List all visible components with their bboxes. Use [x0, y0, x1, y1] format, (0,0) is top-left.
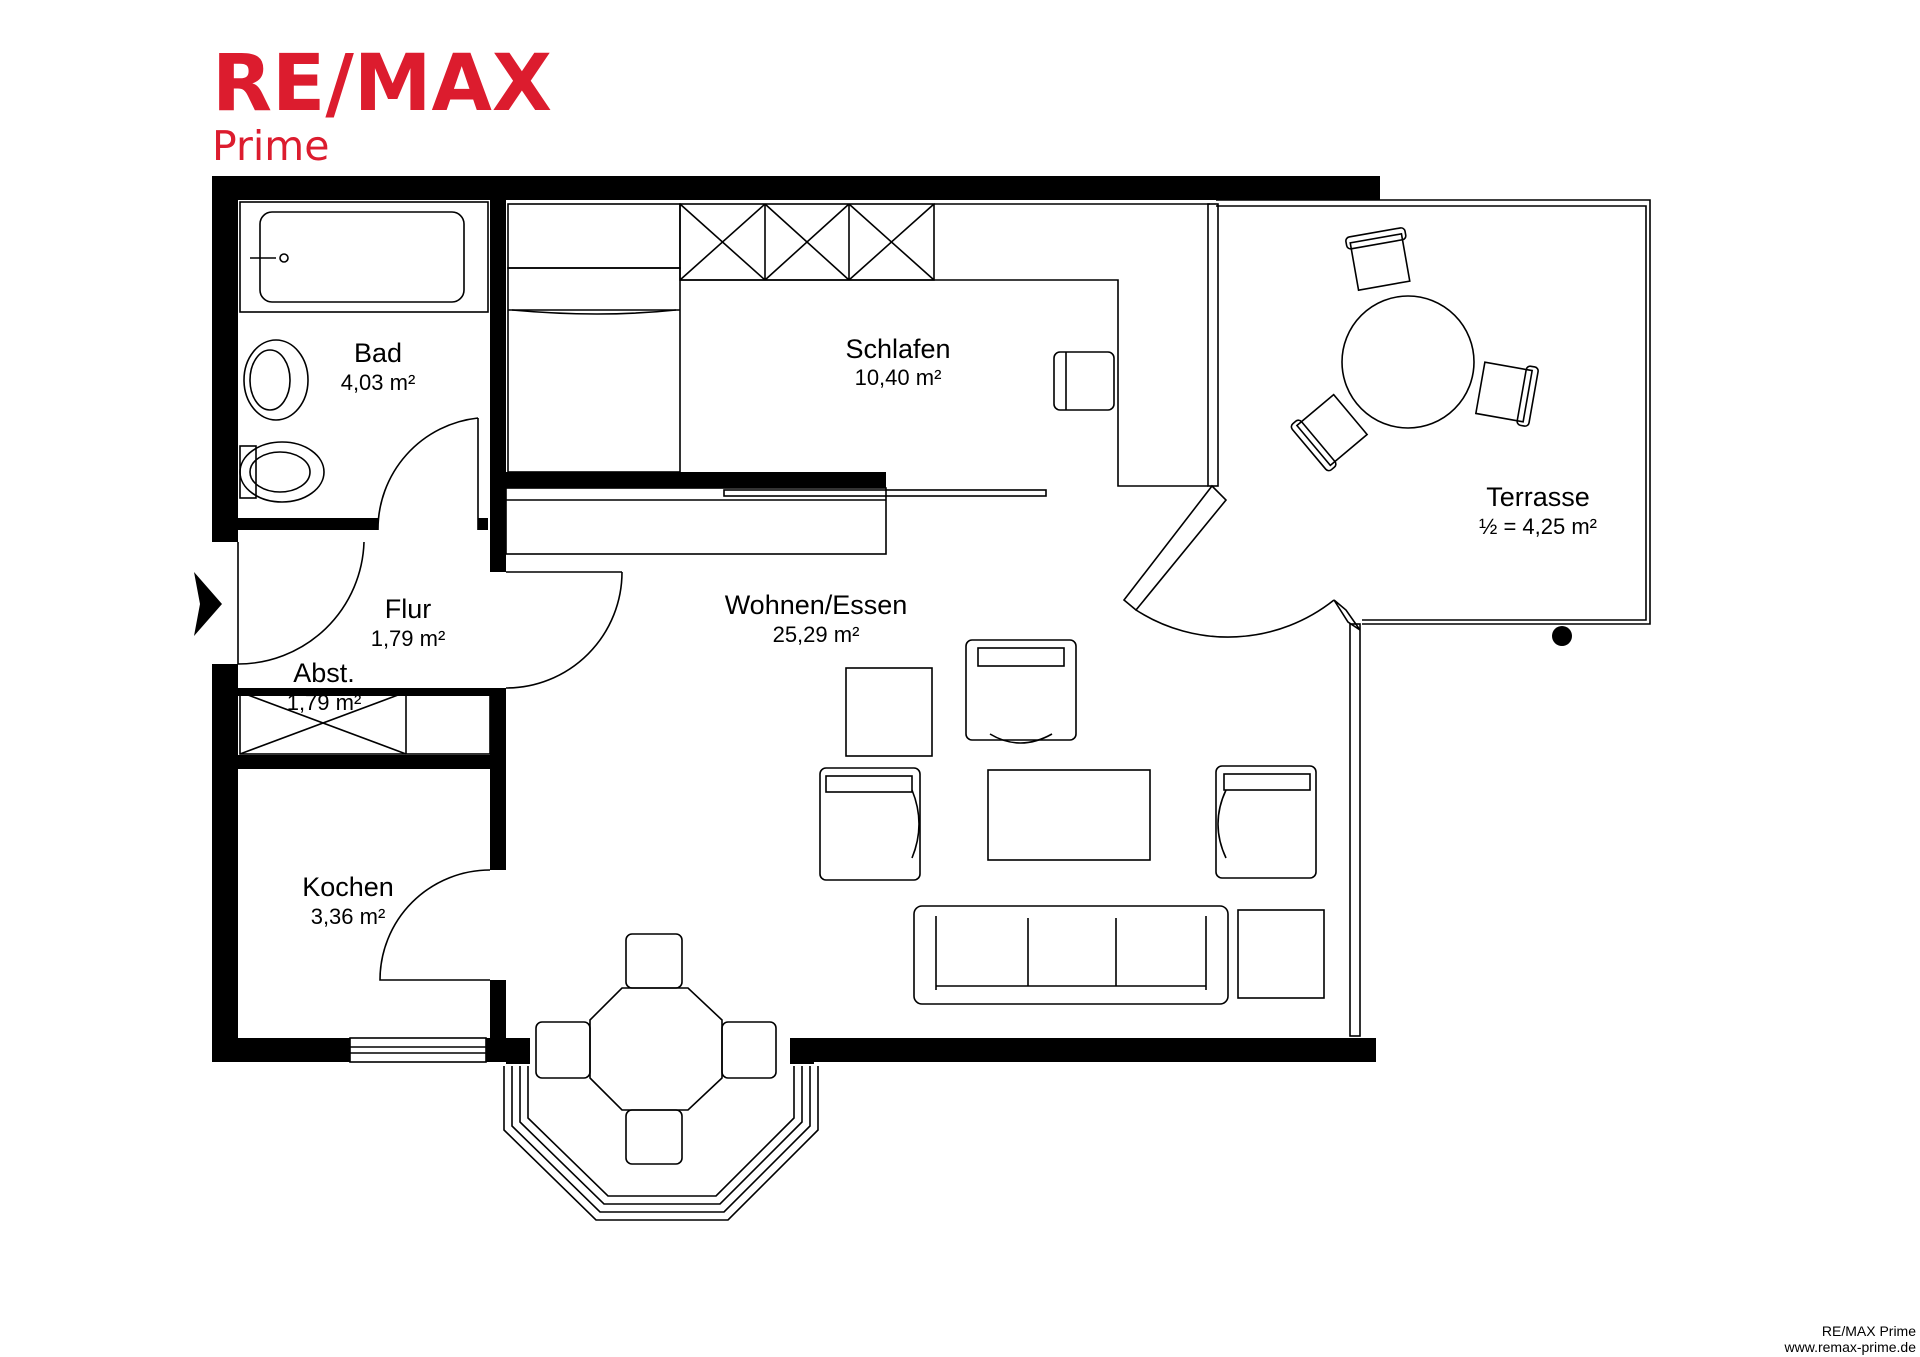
kitchen-door	[379, 869, 491, 981]
dining-chair	[721, 1021, 777, 1079]
terrace-table	[1341, 295, 1475, 429]
wall-abst-kochen	[238, 755, 490, 769]
wall-left-upper	[212, 176, 238, 542]
living-furniture	[819, 639, 1325, 1005]
kochen-window	[349, 1037, 487, 1063]
washbasin	[243, 339, 309, 421]
wall-kochen-wohnen	[490, 688, 506, 870]
side-table	[845, 667, 933, 757]
desk-chair	[1053, 351, 1115, 411]
logo-subtitle: Prime	[212, 122, 329, 170]
room-area: 4,03 m²	[341, 370, 416, 395]
bed	[507, 267, 681, 473]
room-name: Terrasse	[1486, 482, 1590, 512]
bath-door	[377, 417, 479, 531]
wall-bottom-right	[790, 1038, 1376, 1062]
terrace-chair	[1345, 227, 1411, 292]
room-name: Abst.	[293, 658, 355, 688]
bathtub	[259, 211, 465, 303]
armchair	[1215, 765, 1317, 879]
room-name: Kochen	[302, 872, 394, 902]
room-area: 1,79 m²	[287, 690, 362, 715]
living-door	[505, 571, 623, 689]
bay-window	[503, 1038, 819, 1221]
room-name: Wohnen/Essen	[725, 590, 908, 620]
sideboard	[505, 487, 887, 555]
room-label-terrasse: Terrasse ½ = 4,25 m²	[1479, 482, 1597, 539]
wall-top	[212, 176, 1380, 200]
remax-logo: RE/MAX Prime	[212, 39, 552, 170]
wall-left-lower	[212, 664, 238, 1062]
terrace-drain	[1552, 626, 1572, 646]
dining-chair	[535, 1021, 591, 1079]
entrance-arrow	[194, 572, 222, 636]
room-label-abst: Abst. 1,79 m²	[287, 658, 362, 715]
logo-text: RE/MAX	[212, 39, 552, 129]
toilet	[239, 441, 325, 503]
terrace-chair	[1474, 361, 1539, 427]
room-label-bad: Bad 4,03 m²	[341, 338, 416, 395]
room-label-wohnen: Wohnen/Essen 25,29 m²	[725, 590, 908, 647]
terrace-door-left	[1122, 484, 1228, 612]
wall-bad-schlafen	[490, 200, 506, 572]
room-label-flur: Flur 1,79 m²	[371, 594, 446, 651]
sofa	[913, 905, 1229, 1005]
bedroom-furniture	[505, 203, 1219, 555]
side-table	[1237, 909, 1325, 999]
footer-credit: RE/MAX Prime www.remax-prime.de	[1784, 1323, 1917, 1355]
room-area: ½ = 4,25 m²	[1479, 514, 1597, 539]
dining-chair	[625, 1109, 683, 1165]
armchair	[965, 639, 1077, 744]
terrace	[1216, 199, 1651, 646]
bath-fixtures	[239, 201, 489, 503]
dining-set	[535, 933, 777, 1165]
room-area: 3,36 m²	[311, 904, 386, 929]
room-name: Flur	[385, 594, 432, 624]
wall-schlafen-wohnen	[506, 472, 886, 488]
wall-bad-flur	[238, 518, 378, 530]
sliding-door	[723, 489, 1047, 497]
storage-shelf	[239, 691, 491, 755]
room-area: 10,40 m²	[855, 365, 942, 390]
room-name: Schlafen	[845, 334, 950, 364]
footer-url: www.remax-prime.de	[1784, 1339, 1917, 1355]
room-name: Bad	[354, 338, 402, 368]
armchair	[819, 767, 921, 881]
room-label-schlafen: Schlafen 10,40 m²	[845, 334, 950, 390]
dining-table	[589, 987, 723, 1111]
walls	[212, 176, 1380, 1063]
terrace-chair	[1290, 393, 1369, 472]
footer-name: RE/MAX Prime	[1822, 1323, 1916, 1339]
desk	[680, 279, 1208, 487]
doors	[194, 417, 1361, 1037]
room-area: 1,79 m²	[371, 626, 446, 651]
dining-chair	[625, 933, 683, 989]
room-label-kochen: Kochen 3,36 m²	[302, 872, 394, 929]
entrance-door	[237, 541, 365, 665]
room-area: 25,29 m²	[773, 622, 860, 647]
living-window	[1349, 623, 1361, 1037]
coffee-table	[987, 769, 1151, 861]
